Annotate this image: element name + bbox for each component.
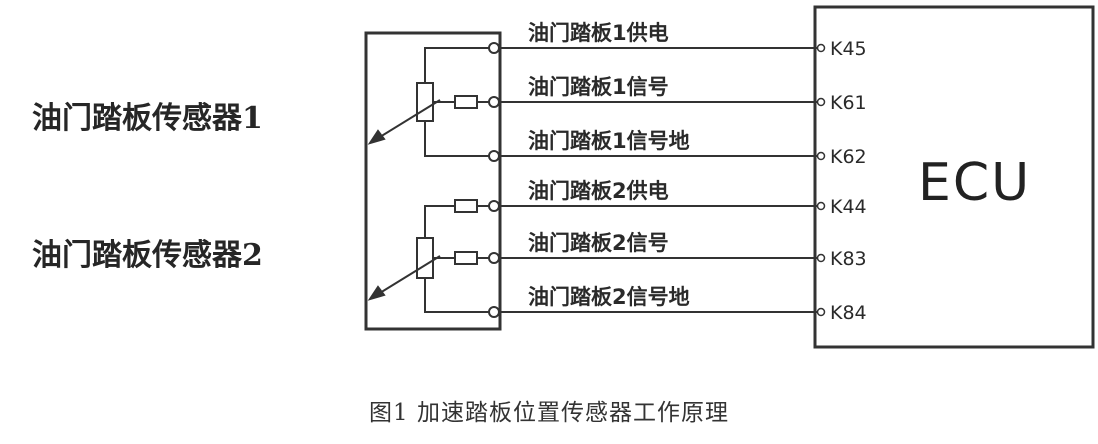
- sensor-housing: [364, 31, 502, 331]
- pin-label-k45: K45: [830, 38, 867, 60]
- pin-label-k62: K62: [830, 146, 867, 168]
- sensor-2-label: 油门踏板传感器2: [32, 238, 263, 273]
- sensor-2-potentiometer: [367, 199, 491, 313]
- wire-label-2: 油门踏板1信号: [528, 75, 669, 99]
- sensor-terminals: [488, 42, 500, 318]
- wire-label-4: 油门踏板2供电: [528, 179, 669, 203]
- ecu-label: ECU: [918, 153, 1031, 213]
- pin-label-k44: K44: [830, 196, 867, 218]
- ecu-box: [813, 5, 1095, 349]
- pin-label-k84: K84: [830, 302, 867, 324]
- pin-label-k83: K83: [830, 248, 867, 270]
- figure-caption: 图1 加速踏板位置传感器工作原理: [369, 400, 729, 426]
- ecu-terminals: [816, 43, 826, 317]
- wires: [500, 47, 818, 313]
- sensor-1-potentiometer: [367, 47, 491, 157]
- wire-label-3: 油门踏板1信号地: [528, 129, 690, 153]
- wire-label-6: 油门踏板2信号地: [528, 285, 690, 309]
- wire-label-5: 油门踏板2信号: [528, 231, 669, 255]
- wire-label-1: 油门踏板1供电: [528, 21, 669, 45]
- pin-label-k61: K61: [830, 92, 867, 114]
- sensor-1-label: 油门踏板传感器1: [32, 101, 263, 136]
